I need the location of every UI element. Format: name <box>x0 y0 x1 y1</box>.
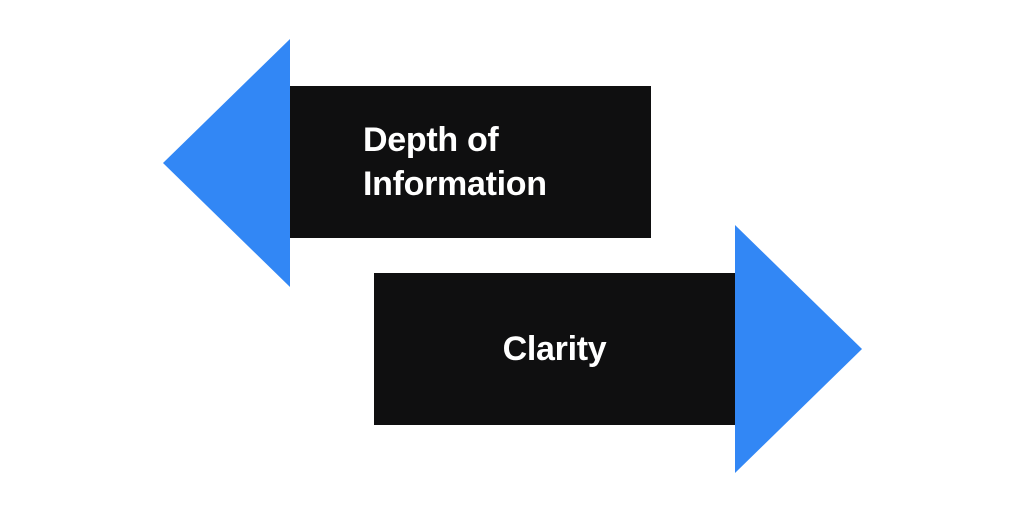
left-arrow: Depth of Information <box>163 39 651 287</box>
right-arrow-label: Clarity <box>502 330 607 368</box>
left-arrowhead-icon <box>163 39 290 287</box>
left-arrow-label-line2: Information <box>363 165 547 203</box>
left-arrow-body: Depth of Information <box>290 86 651 238</box>
right-arrow-body: Clarity <box>374 273 735 425</box>
right-arrow: Clarity <box>374 225 862 473</box>
left-arrow-label-line1: Depth of <box>363 121 499 159</box>
right-arrowhead-icon <box>735 225 862 473</box>
left-arrow-label: Depth of Information <box>363 118 593 206</box>
